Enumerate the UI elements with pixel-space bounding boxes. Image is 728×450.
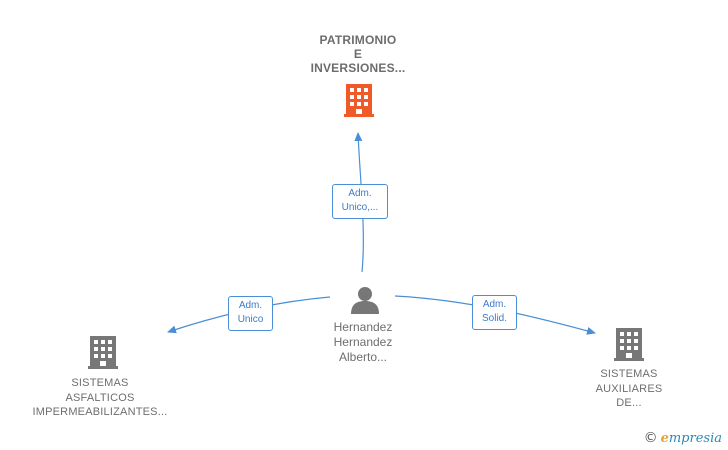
edge-label-top[interactable]: Adm. Unico,... [332, 184, 388, 219]
edge-label-left[interactable]: Adm. Unico [228, 296, 273, 331]
building-icon[interactable] [344, 84, 374, 117]
company-label-line: SISTEMAS [600, 368, 658, 380]
person-label-line: Alberto... [338, 350, 388, 364]
edge-label-line: Adm. [238, 300, 263, 311]
company-label-line: SISTEMAS [71, 377, 129, 389]
building-icon[interactable] [614, 328, 644, 361]
edge-label-line: Adm. [482, 299, 507, 310]
person-label-line: Hernandez [333, 320, 393, 334]
building-icon[interactable] [88, 336, 118, 369]
person-icon[interactable] [351, 287, 379, 314]
company-label-line: E [353, 47, 363, 61]
edge-label-line: Solid. [481, 313, 507, 324]
edge-label-line: Unico [237, 314, 264, 325]
brand-initial: e [660, 431, 669, 446]
empresia-watermark: ©empresia [644, 430, 722, 446]
person-label-line: Hernandez [333, 335, 393, 349]
edge-label-line: Unico,... [341, 202, 379, 213]
edge-label-right[interactable]: Adm. Solid. [472, 295, 517, 330]
company-label-sistemas-auxiliares[interactable]: SISTEMAS AUXILIARES DE... [574, 367, 684, 411]
company-label-sistemas-asfalticos[interactable]: SISTEMAS ASFALTICOS IMPERMEABILIZANTES..… [20, 376, 180, 420]
copyright-icon: © [643, 430, 658, 446]
company-label-line: IMPERMEABILIZANTES... [32, 406, 168, 418]
person-label-hernandez[interactable]: Hernandez Hernandez Alberto... [313, 320, 413, 365]
edge-label-line: Adm. [348, 188, 372, 199]
company-label-patrimonio[interactable]: PATRIMONIO E INVERSIONES... [298, 33, 418, 75]
company-label-line: INVERSIONES... [310, 61, 406, 75]
company-label-line: DE... [616, 397, 642, 409]
company-label-line: ASFALTICOS [65, 391, 135, 404]
brand-name: mpresia [668, 431, 722, 446]
company-label-line: AUXILIARES [595, 382, 663, 395]
company-label-line: PATRIMONIO [319, 33, 397, 47]
